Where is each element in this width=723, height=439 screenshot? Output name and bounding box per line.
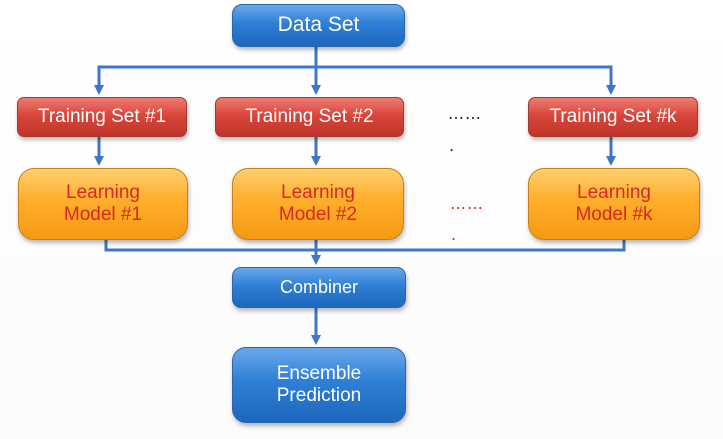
learning-model-1-label-line1: Learning <box>66 181 140 203</box>
learning-model-k-label-line2: Model #k <box>575 204 653 225</box>
training-sets-dot: . <box>449 136 456 155</box>
ensemble-label-line2: Prediction <box>276 385 362 406</box>
learning-models-dot: . <box>451 225 458 244</box>
learning-model-k-label-line1: Learning <box>577 181 651 203</box>
training-set-k-label: Training Set #k <box>549 105 677 127</box>
training-set-2-label: Training Set #2 <box>245 105 374 127</box>
training-set-1-node: Training Set #1 <box>17 97 187 137</box>
learning-model-1-label-line2: Model #1 <box>63 204 143 225</box>
ensemble-label-line1: Ensemble <box>276 362 362 384</box>
data-set-label: Data Set <box>277 13 360 37</box>
learning-model-k-node: Learning Model #k <box>528 168 700 240</box>
training-set-2-node: Training Set #2 <box>215 97 404 137</box>
training-set-k-node: Training Set #k <box>528 97 698 137</box>
learning-model-1-node: Learning Model #1 <box>18 168 188 240</box>
data-set-node: Data Set <box>232 4 405 47</box>
learning-model-2-node: Learning Model #2 <box>232 168 404 240</box>
training-set-1-label: Training Set #1 <box>37 105 167 127</box>
learning-model-2-label-line2: Model #2 <box>278 204 358 225</box>
combiner-label: Combiner <box>279 276 359 297</box>
training-sets-ellipsis: …… <box>448 104 482 123</box>
ensemble-prediction-node: Ensemble Prediction <box>232 347 406 423</box>
combiner-node: Combiner <box>232 267 406 308</box>
learning-model-2-label-line1: Learning <box>281 181 355 203</box>
learning-models-ellipsis: …… <box>450 194 484 213</box>
